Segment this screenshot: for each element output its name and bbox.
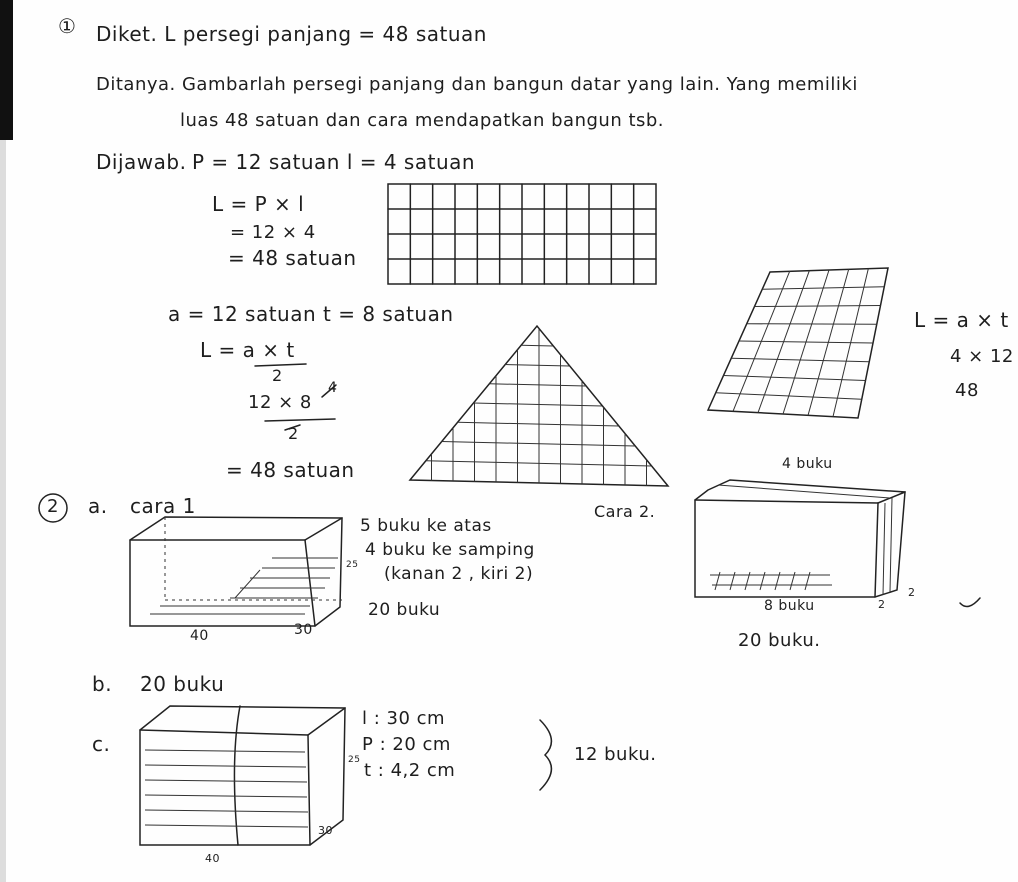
part-b-label: b. xyxy=(92,672,113,696)
question-2-number: 2 xyxy=(47,496,59,517)
triangle-denominator: 2 xyxy=(272,366,283,385)
note-books-split: (kanan 2 , kiri 2) xyxy=(384,564,534,584)
way-2-label: Cara 2. xyxy=(594,502,656,521)
box2-total: 20 buku. xyxy=(738,630,821,651)
part-c-length: l : 30 cm xyxy=(362,708,446,729)
box2-bottom-label: 8 buku xyxy=(764,598,815,614)
part-c-width: P : 20 cm xyxy=(362,734,451,755)
cancel-mark-2 xyxy=(284,424,301,431)
note-books-total: 20 buku xyxy=(368,600,441,620)
parallelogram-result: 48 xyxy=(955,380,979,401)
rectangle-result: = 48 satuan xyxy=(228,246,357,270)
parallelogram-step: 4 × 12 xyxy=(950,346,1014,367)
cancel-mark xyxy=(321,384,337,398)
triangle-step-denominator: 2 xyxy=(288,424,299,443)
question-1-number: ① xyxy=(58,14,77,38)
triangle-formula: L = a × t xyxy=(200,338,295,362)
asked-line-2: luas 48 satuan dan cara mendapatkan bang… xyxy=(180,110,665,131)
rectangle-step: = 12 × 4 xyxy=(230,222,316,243)
asked-line-1: Ditanya. Gambarlah persegi panjang dan b… xyxy=(96,74,858,95)
box-drawing-cara-1 xyxy=(129,516,343,627)
note-books-side: 4 buku ke samping xyxy=(365,540,535,560)
known-statement: Diket. L persegi panjang = 48 satuan xyxy=(96,22,487,46)
box2-depth-2: 2 xyxy=(908,586,916,599)
rectangle-formula: L = P × l xyxy=(212,192,305,216)
parallelogram-formula: L = a × t xyxy=(914,308,1009,332)
triangle-dimensions: a = 12 satuan t = 8 satuan xyxy=(168,302,454,326)
way-1-label: cara 1 xyxy=(130,494,196,518)
box2-depth-1: 2 xyxy=(878,598,886,611)
box3-depth-label: 30 xyxy=(318,824,333,837)
box1-height-label: 25 xyxy=(346,560,359,570)
rectangle-grid-12x4 xyxy=(387,183,657,285)
triangle-grid xyxy=(408,324,670,487)
part-c-result: 12 buku. xyxy=(574,744,657,765)
box3-height-label: 25 xyxy=(348,755,361,765)
question-2-circle xyxy=(38,493,68,523)
note-books-up: 5 buku ke atas xyxy=(360,516,492,536)
box1-width-label: 40 xyxy=(190,628,209,644)
part-c-height: t : 4,2 cm xyxy=(364,760,456,781)
part-a-label: a. xyxy=(88,494,108,518)
fraction-bar-2 xyxy=(264,418,336,422)
answered-label: Dijawab. xyxy=(96,150,187,174)
parallelogram-grid xyxy=(706,267,889,419)
scan-edge-dark xyxy=(0,0,13,140)
box-drawing-cara-2 xyxy=(694,479,981,608)
fraction-bar-1 xyxy=(254,363,307,367)
triangle-step-cancel: 4 xyxy=(328,380,338,396)
box2-top-label: 4 buku xyxy=(782,456,833,472)
part-c-label: c. xyxy=(92,732,111,756)
triangle-result: = 48 satuan xyxy=(226,458,355,482)
box-drawing-part-c xyxy=(139,705,553,846)
part-b-answer: 20 buku xyxy=(140,672,225,696)
rectangle-dimensions: P = 12 satuan l = 4 satuan xyxy=(192,150,476,174)
scan-edge-light xyxy=(0,140,6,882)
triangle-step-numerator: 12 × 8 xyxy=(248,392,312,413)
box1-depth-label: 30 xyxy=(294,622,313,638)
box3-width-label: 40 xyxy=(205,852,220,865)
